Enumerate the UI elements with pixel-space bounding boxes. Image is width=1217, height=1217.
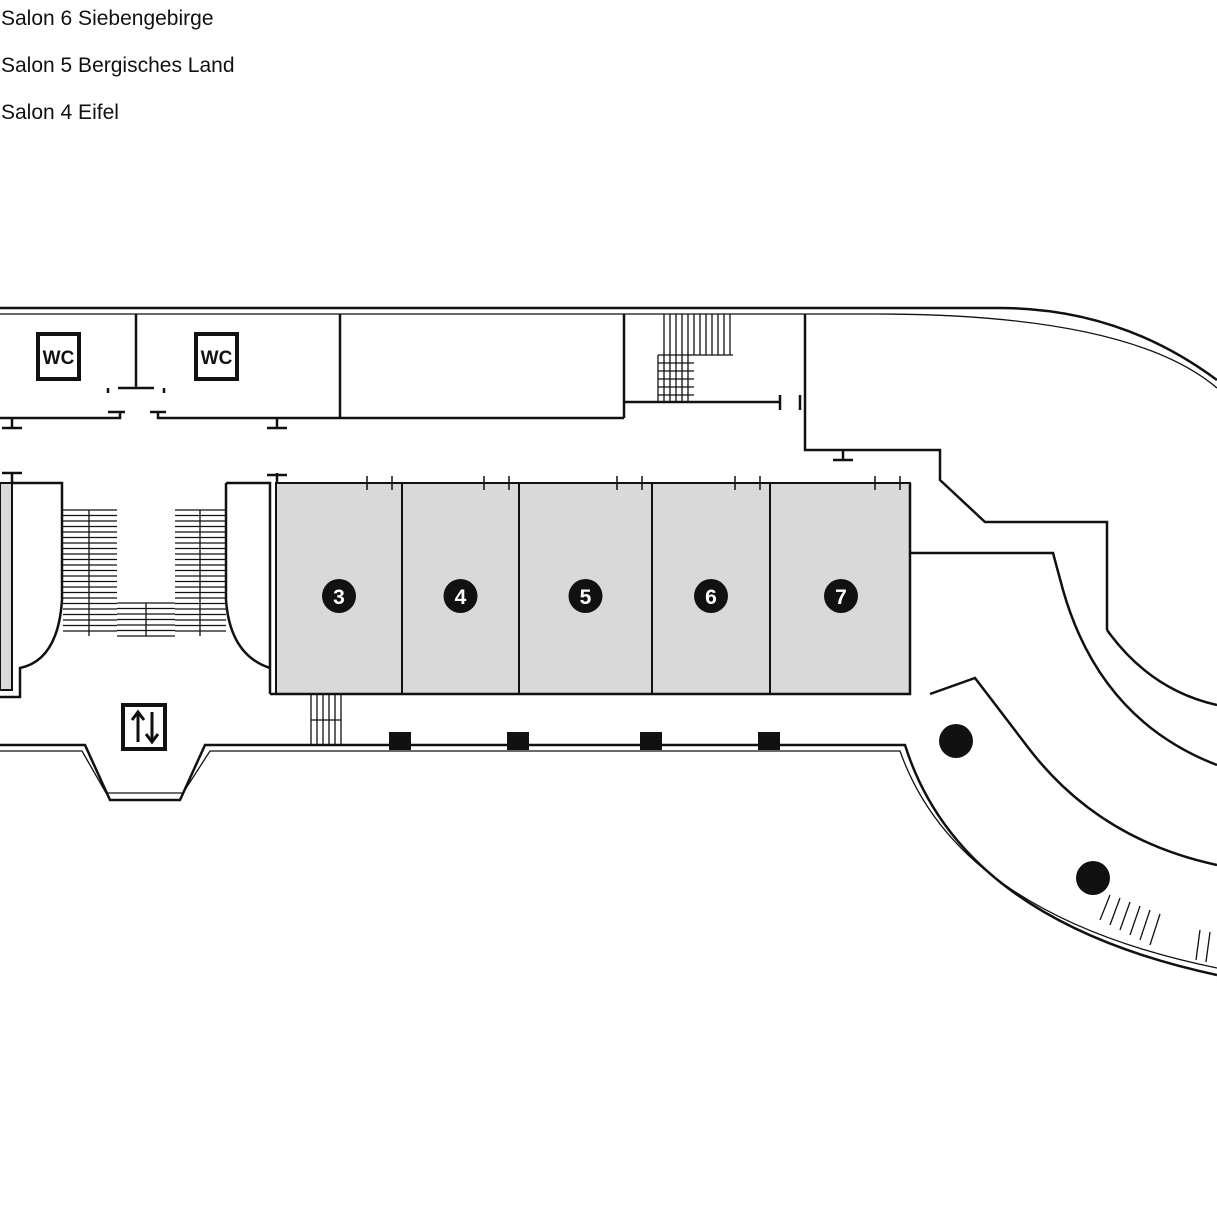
- room-number: 4: [455, 586, 467, 609]
- wc-label: WC: [201, 348, 233, 369]
- curved-wall-inner: [1105, 629, 1217, 707]
- staircase-top: [657, 314, 733, 402]
- wc-icon: [194, 332, 239, 381]
- wc-block: WC WC: [0, 314, 626, 430]
- pillar: [758, 732, 780, 750]
- room-number-badge: [568, 579, 603, 613]
- room-number: 7: [835, 586, 847, 609]
- wc-icon: [36, 332, 81, 381]
- curved-corridor-wall: [929, 676, 1217, 867]
- room-number: 5: [580, 586, 592, 609]
- room-number-badge: [824, 579, 858, 613]
- room-number-badge: [322, 579, 356, 613]
- salon-7[interactable]: 7: [769, 476, 911, 695]
- salon-5[interactable]: 5: [518, 476, 653, 695]
- room-number: 6: [705, 586, 717, 609]
- outer-wall-top: [0, 306, 1217, 382]
- outer-wall-bottom-inner: [0, 750, 1217, 969]
- room-number-badge: [694, 579, 728, 613]
- central-staircase: [0, 471, 287, 699]
- legend-item-salon-4[interactable]: Salon 4 Eifel: [1, 101, 119, 124]
- room-number-badge: [443, 579, 478, 613]
- pillar: [507, 732, 529, 750]
- column: [939, 724, 973, 758]
- salon-3[interactable]: 3: [275, 476, 403, 695]
- room-number: 3: [333, 586, 345, 609]
- pillar: [389, 732, 411, 750]
- corridor-wall: [624, 314, 1109, 630]
- salon-4[interactable]: 4: [401, 476, 520, 695]
- legend-item-salon-6[interactable]: Salon 6 Siebengebirge: [1, 7, 214, 30]
- salon-outline: [270, 483, 1217, 767]
- staircase-small: [310, 694, 342, 745]
- column: [1076, 861, 1110, 895]
- inner-wall-top: [0, 313, 1217, 389]
- outer-wall-bottom: [0, 743, 1217, 977]
- curved-stairs: [1099, 894, 1211, 963]
- legend-item-salon-5[interactable]: Salon 5 Bergisches Land: [1, 54, 235, 77]
- salon-rooms: 3 4 5 6 7: [275, 476, 911, 695]
- elevator-icon: [121, 703, 167, 751]
- salon-legend: Salon 6 Siebengebirge Salon 5 Bergisches…: [1, 4, 235, 145]
- wc-label: WC: [43, 348, 75, 369]
- pillar: [640, 732, 662, 750]
- door-mark: [833, 450, 853, 462]
- salon-6[interactable]: 6: [651, 476, 771, 695]
